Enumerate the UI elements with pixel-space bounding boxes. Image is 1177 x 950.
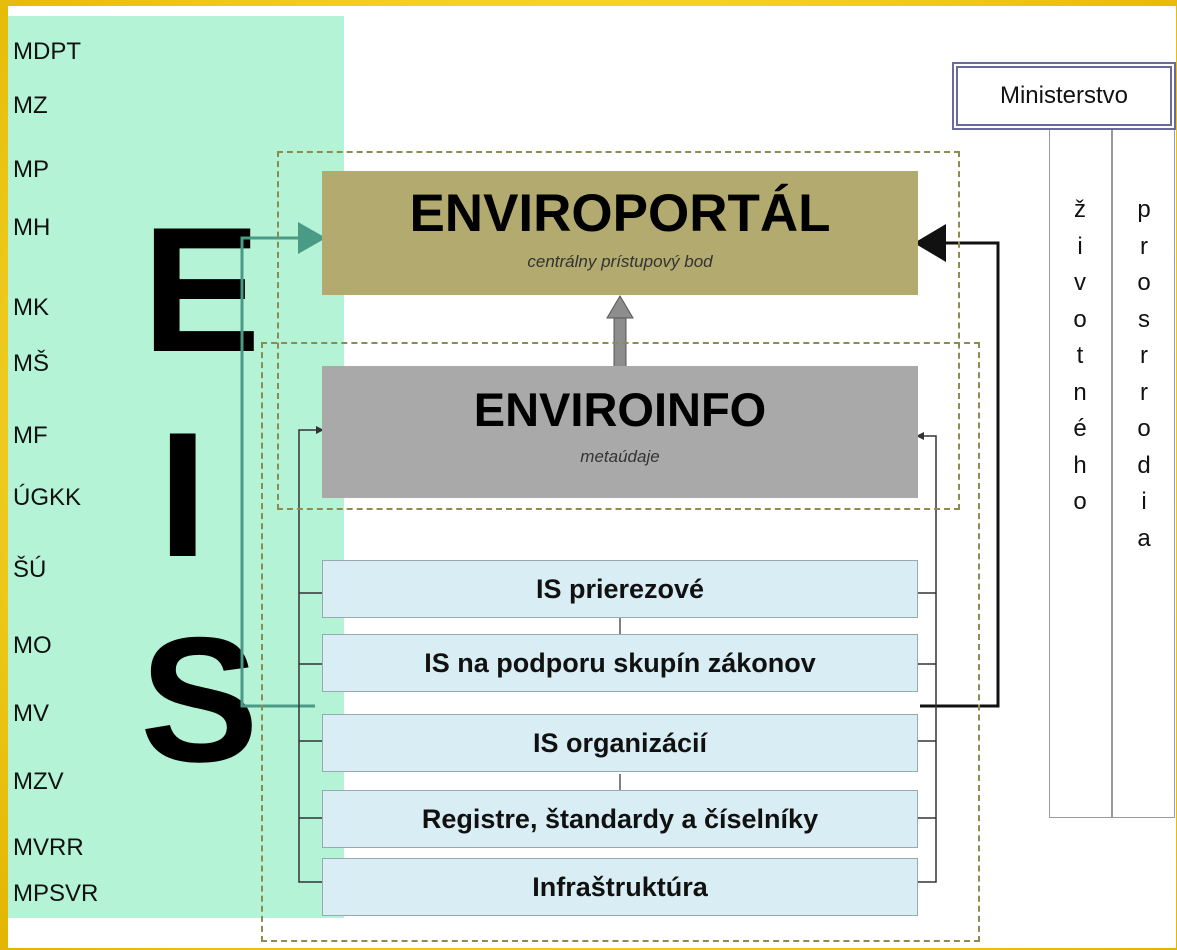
layer-is-prierezove: IS prierezové xyxy=(322,560,918,618)
vertical-letter: p xyxy=(1137,196,1151,223)
vertical-letter: v xyxy=(1074,269,1086,296)
vertical-letter: o xyxy=(1073,488,1087,515)
vertical-letter: a xyxy=(1137,524,1151,552)
ministry-item: MK xyxy=(13,294,49,321)
vertical-letter: r xyxy=(1140,342,1148,369)
vertical-letter: r xyxy=(1140,232,1148,260)
ministry-item: MZV xyxy=(13,768,64,795)
vertical-letter: ž xyxy=(1074,196,1086,223)
ministry-item: MVRR xyxy=(13,834,84,861)
eis-letter-s: S xyxy=(140,600,259,799)
right-arrowhead xyxy=(914,224,946,262)
enviroinfo-subtitle: metaúdaje xyxy=(580,447,660,466)
left-inner-connector xyxy=(298,429,322,883)
ministerstvo-box: Ministerstvo xyxy=(952,62,1176,130)
layer-is-organizacii: IS organizácií xyxy=(322,714,918,772)
connector-lines xyxy=(240,222,1000,883)
dashed-info-frame xyxy=(261,342,980,942)
layer-is-zakonov: IS na podporu skupín zákonov xyxy=(322,634,918,692)
column-prostredia xyxy=(1112,124,1175,818)
vertical-letter: r xyxy=(1140,378,1148,406)
enviroportal-subtitle: centrálny prístupový bod xyxy=(527,252,713,271)
vertical-letter: n xyxy=(1073,378,1087,406)
left-arrowhead xyxy=(298,222,326,254)
column-zivotneho xyxy=(1049,124,1112,818)
ministry-item: MPSVR xyxy=(13,880,99,907)
ministerstvo-label: Ministerstvo xyxy=(999,82,1129,109)
right-inner-connector xyxy=(918,435,937,883)
ministries-panel xyxy=(8,16,344,918)
vertical-letter: t xyxy=(1076,342,1084,369)
enviroinfo-box: ENVIROINFO metaúdaje xyxy=(322,366,918,498)
ministry-item: MH xyxy=(13,214,51,241)
enviroportal-box: ENVIROPORTÁL centrálny prístupový bod xyxy=(322,171,918,295)
ministry-item: ÚGKK xyxy=(13,484,82,511)
ministry-item: ŠÚ xyxy=(13,556,47,583)
up-arrow-head xyxy=(606,295,634,319)
vertical-letter: i xyxy=(1077,232,1083,260)
vertical-letter: d xyxy=(1137,451,1151,479)
ministry-item: MF xyxy=(13,422,48,449)
vertical-letter: s xyxy=(1138,305,1150,333)
dashed-portal-frame xyxy=(277,151,960,510)
vertical-letter: h xyxy=(1073,451,1087,479)
ministry-item: MP xyxy=(13,156,49,183)
enviroinfo-title: ENVIROINFO xyxy=(473,383,767,436)
layer-registre: Registre, štandardy a číselníky xyxy=(322,790,918,848)
vertical-letter: o xyxy=(1137,415,1151,442)
diagram-canvas: MDPT MZ MP MH MK MŠ MF ÚGKK ŠÚ MO MV MZV MVRR MPSVR E… xyxy=(8,6,1176,948)
ministry-item: MDPT xyxy=(13,38,81,65)
ministry-item: MV xyxy=(13,700,49,727)
left-connector-line xyxy=(240,236,315,708)
eis-letter-i: I xyxy=(158,395,208,594)
ministry-item: MZ xyxy=(13,92,48,119)
ministry-item: MO xyxy=(13,632,52,659)
right-connector-line xyxy=(920,241,1000,708)
vertical-letter: é xyxy=(1073,415,1087,442)
layer-infrastruktura: Infraštruktúra xyxy=(322,858,918,916)
vertical-letter: o xyxy=(1137,269,1151,296)
ministry-item: MŠ xyxy=(13,350,49,377)
enviroportal-title: ENVIROPORTÁL xyxy=(409,184,831,243)
vertical-letter: o xyxy=(1073,305,1087,333)
vertical-letter: i xyxy=(1141,488,1147,515)
